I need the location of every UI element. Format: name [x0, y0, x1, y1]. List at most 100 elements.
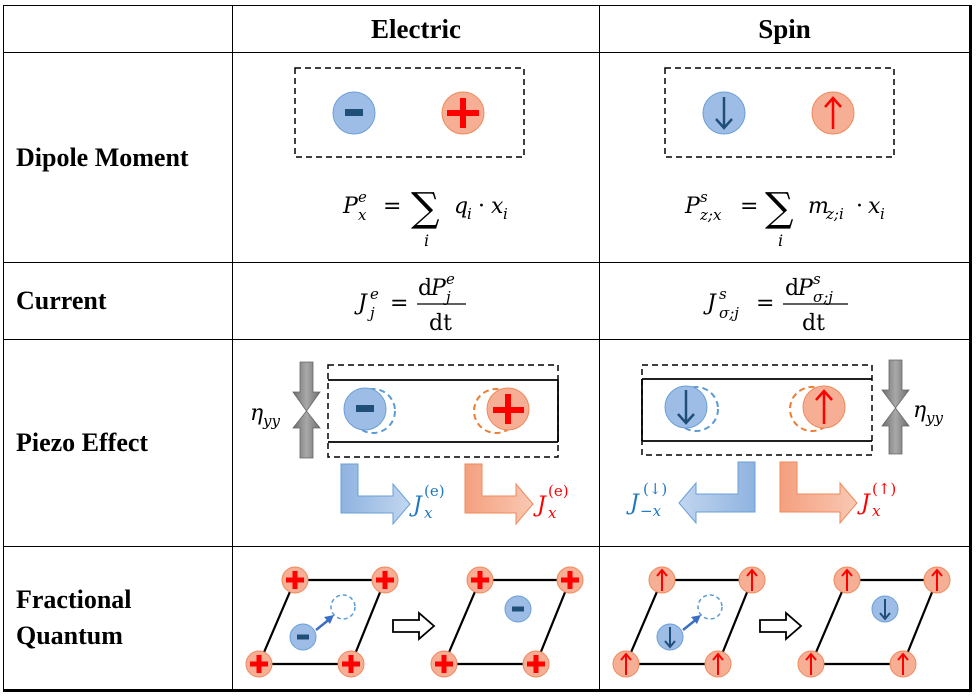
cell-dipole-spin: P s z;x = ∑ i m z;i · x i — [599, 52, 972, 263]
svg-text:s: s — [719, 285, 727, 303]
corner-particle — [889, 650, 917, 678]
header-spin: Spin — [599, 5, 972, 53]
corner-particle — [337, 650, 365, 678]
current-label-spin-up: J (↑) x — [857, 480, 896, 520]
svg-text:η: η — [913, 398, 926, 423]
current-arrow-blue-left — [678, 461, 756, 525]
strain-label: η yy — [250, 401, 280, 430]
dipole-box-dashed — [294, 67, 525, 158]
corner-particle — [522, 650, 550, 678]
minus-icon — [345, 109, 363, 116]
strain-label: η yy — [913, 398, 943, 427]
current-label-spin-down: J (↓) −x — [626, 480, 667, 520]
svg-text:P: P — [430, 276, 447, 301]
dipole-spin-formula: P s z;x = ∑ i m z;i · x i — [684, 185, 885, 250]
svg-text:i: i — [424, 231, 429, 250]
svg-text:e: e — [446, 270, 455, 288]
fq-spin-diagram — [612, 566, 951, 678]
corner-particle — [281, 566, 309, 594]
lattice-after — [430, 566, 584, 678]
target-position-dashed — [330, 594, 356, 620]
label-line-1: Fractional — [16, 585, 132, 614]
dipole-electric-formula: P e x = ∑ i q i · x i — [342, 185, 508, 250]
minus-icon — [512, 606, 524, 612]
dipole-box-dashed — [664, 67, 895, 158]
svg-text:s: s — [700, 188, 708, 206]
svg-text:=: = — [756, 291, 774, 316]
svg-text:x: x — [868, 194, 881, 219]
target-position-dashed — [697, 594, 723, 620]
svg-text:=: = — [740, 194, 758, 219]
svg-text:i: i — [467, 205, 472, 223]
cell-current-electric: J e j = d P e j dt — [232, 262, 600, 340]
cell-piezo-electric: η yy — [232, 339, 600, 547]
svg-text:J: J — [703, 291, 717, 316]
piezo-spin-diagram: η yy — [626, 359, 943, 525]
spin-up-particle — [789, 385, 846, 432]
svg-text:(↓): (↓) — [643, 480, 667, 498]
svg-text:s: s — [813, 270, 821, 288]
svg-text:x: x — [424, 504, 433, 522]
row-dipole-moment: Dipole Moment P e x = ∑ — [3, 52, 972, 263]
svg-text:·: · — [478, 194, 485, 219]
negative-charge-particle — [343, 387, 396, 434]
current-arrow-blue — [340, 463, 411, 526]
svg-text:yy: yy — [262, 412, 280, 430]
svg-text:(e): (e) — [548, 482, 569, 500]
svg-text:σ;j: σ;j — [813, 288, 833, 306]
unit-cell — [809, 578, 939, 666]
svg-text:J: J — [857, 491, 871, 516]
dipole-spin-diagram: P s z;x = ∑ i m z;i · x i — [664, 67, 895, 250]
svg-text:j: j — [443, 288, 451, 306]
center-particle — [504, 595, 532, 623]
corner-particle — [466, 566, 494, 594]
svg-text:x: x — [491, 194, 504, 219]
svg-text:J: J — [354, 291, 368, 316]
comparison-table: Electric Spin Dipole Moment P e — [3, 5, 972, 692]
center-particle — [289, 623, 317, 651]
cell-current-spin: J s σ;j = d P s σ;j dt — [599, 262, 972, 340]
corner-particle — [833, 566, 861, 594]
svg-text:i: i — [880, 205, 885, 223]
corner-particle — [556, 566, 584, 594]
svg-text:η: η — [250, 401, 263, 426]
svg-text:m: m — [808, 194, 829, 219]
row-label-piezo-effect: Piezo Effect — [3, 339, 233, 547]
piezo-electric-diagram: η yy — [250, 361, 569, 526]
minus-icon — [297, 634, 309, 640]
cell-dipole-electric: P e x = ∑ i q i · x i — [232, 52, 600, 263]
dipole-electric-diagram: P e x = ∑ i q i · x i — [294, 67, 525, 250]
current-arrow-orange — [464, 463, 534, 526]
corner-particle — [648, 566, 676, 594]
svg-text:∑: ∑ — [411, 185, 440, 231]
svg-text:J: J — [626, 491, 640, 516]
svg-text:P: P — [684, 194, 701, 219]
svg-text:dt: dt — [802, 311, 825, 336]
corner-particle — [923, 566, 951, 594]
svg-text:=: = — [383, 194, 401, 219]
lattice-before — [245, 566, 399, 678]
svg-text:(↑): (↑) — [872, 480, 896, 498]
spin-down-particle — [664, 385, 719, 432]
row-label-dipole-moment: Dipole Moment — [3, 52, 233, 263]
negative-charge-particle — [332, 91, 376, 135]
current-spin-formula: J s σ;j = d P s σ;j dt — [703, 270, 848, 336]
corner-particle — [430, 650, 458, 678]
corner-particle — [245, 650, 273, 678]
center-particle — [871, 595, 899, 623]
header-empty — [3, 5, 233, 53]
svg-text:J: J — [533, 493, 547, 518]
svg-text:σ;j: σ;j — [719, 304, 739, 322]
svg-text:P: P — [797, 276, 814, 301]
unit-cell — [442, 578, 572, 666]
row-piezo-effect: Piezo Effect η yy — [3, 339, 972, 547]
svg-text:yy: yy — [925, 409, 943, 427]
positive-charge-particle — [441, 91, 485, 135]
row-fractional-quantum: Fractional Quantum — [3, 546, 972, 692]
header-electric: Electric — [232, 5, 600, 53]
svg-text:d: d — [418, 276, 432, 301]
svg-text:x: x — [358, 206, 367, 224]
corner-particle — [704, 650, 732, 678]
spin-down-particle — [702, 91, 746, 135]
svg-text:x: x — [872, 502, 881, 520]
